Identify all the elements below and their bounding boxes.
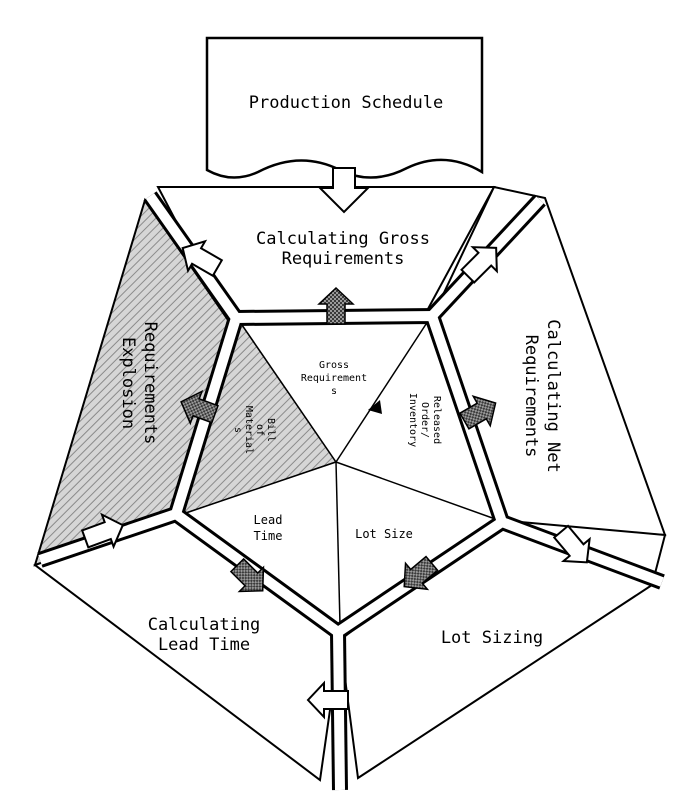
bom-line2: of — [254, 424, 265, 436]
bom-line4: s — [232, 427, 243, 433]
gross-label-line1: Calculating Gross — [256, 229, 430, 249]
explosion-label-line2: Explosion — [118, 337, 138, 429]
released-line3: Inventory — [407, 393, 418, 447]
flow-arrow-to-net — [460, 246, 498, 284]
gross-req-line2: Requirement — [301, 373, 367, 384]
dark-arrow-lead — [229, 557, 265, 593]
lead-time-line2: Time — [254, 529, 283, 543]
production-schedule-document: Production Schedule — [205, 36, 484, 179]
bom-line1: Bill — [265, 418, 276, 442]
schedule-down-arrow — [317, 167, 371, 214]
released-line1: Released — [431, 396, 442, 444]
flow-arrow-to-lot-sizing — [552, 524, 591, 564]
lead-label-line2: Lead Time — [158, 635, 250, 655]
dark-arrow-bom — [180, 389, 219, 426]
dark-arrow-lot — [403, 555, 439, 591]
bom-line3: Material — [243, 406, 254, 454]
flow-arrow-to-explosion — [181, 239, 224, 278]
dark-arrow-gross — [317, 286, 355, 325]
gross-label-line2: Requirements — [282, 249, 405, 269]
gross-req-line1: Gross — [319, 360, 349, 371]
dark-arrow-net — [458, 395, 497, 430]
lead-label-line1: Calculating — [148, 615, 261, 635]
lot-size-label: Lot Size — [355, 527, 413, 541]
production-schedule-label: Production Schedule — [249, 93, 443, 113]
center-small-arrow — [368, 400, 382, 414]
net-label-line2: Requirements — [521, 335, 541, 458]
lot-sizing-label: Lot Sizing — [441, 628, 543, 648]
net-label-line1: Calculating Net — [543, 319, 563, 473]
flow-arrow-explosion-to-gross — [80, 512, 125, 550]
flow-arrow-to-lead-time — [306, 680, 349, 720]
lead-time-line1: Lead — [254, 513, 283, 527]
gross-req-line3: s — [331, 386, 337, 397]
explosion-label-line1: Requirements — [140, 322, 160, 445]
released-line2: Order/ — [419, 402, 430, 438]
